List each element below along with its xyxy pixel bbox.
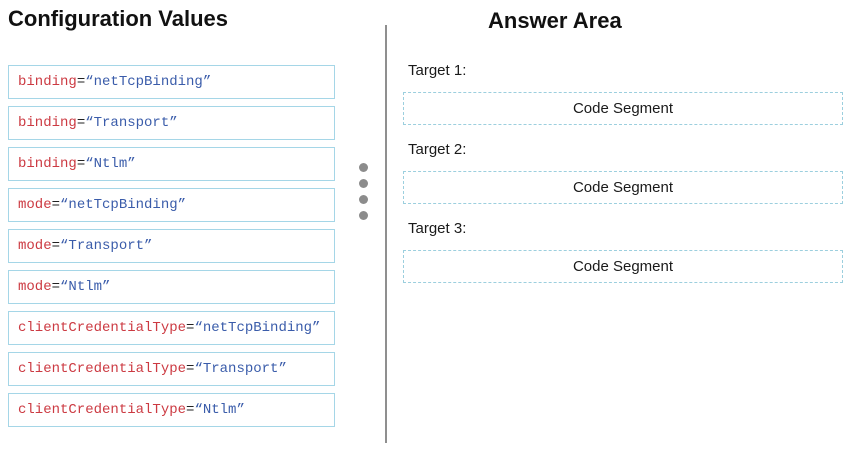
attribute-name: mode	[18, 238, 52, 254]
configuration-values-list: binding=“netTcpBinding”binding=“Transpor…	[8, 65, 335, 434]
config-value-item[interactable]: binding=“Ntlm”	[8, 147, 335, 181]
equals-sign: =	[186, 320, 195, 336]
drag-dot	[359, 195, 368, 204]
attribute-name: clientCredentialType	[18, 361, 187, 377]
attribute-name: binding	[18, 115, 77, 131]
configuration-values-title: Configuration Values	[8, 6, 229, 31]
code-segment-slot[interactable]: Code Segment	[403, 171, 843, 204]
attribute-value: “Ntlm”	[194, 402, 245, 418]
attribute-value: “Ntlm”	[60, 279, 111, 295]
attribute-value: “Transport”	[85, 115, 178, 131]
code-segment-slot[interactable]: Code Segment	[403, 250, 843, 283]
attribute-value: “Transport”	[60, 238, 153, 254]
config-value-item[interactable]: mode=“Ntlm”	[8, 270, 335, 304]
equals-sign: =	[186, 402, 195, 418]
attribute-name: mode	[18, 279, 52, 295]
attribute-value: “Transport”	[194, 361, 287, 377]
attribute-value: “netTcpBinding”	[60, 197, 187, 213]
drag-handle-dots[interactable]	[359, 163, 369, 227]
config-value-item[interactable]: mode=“Transport”	[8, 229, 335, 263]
attribute-name: mode	[18, 197, 52, 213]
attribute-value: “netTcpBinding”	[85, 74, 212, 90]
attribute-value: “netTcpBinding”	[194, 320, 321, 336]
attribute-name: clientCredentialType	[18, 402, 187, 418]
config-value-item[interactable]: clientCredentialType=“Ntlm”	[8, 393, 335, 427]
equals-sign: =	[51, 279, 61, 295]
attribute-name: binding	[18, 74, 77, 90]
attribute-name: binding	[18, 156, 77, 172]
drag-dot	[359, 163, 368, 172]
equals-sign: =	[51, 238, 61, 254]
vertical-divider	[385, 25, 387, 443]
target-label: Target 2:	[408, 141, 467, 158]
code-segment-slot[interactable]: Code Segment	[403, 92, 843, 125]
config-value-item[interactable]: clientCredentialType=“Transport”	[8, 352, 335, 386]
target-label: Target 1:	[408, 62, 467, 79]
config-value-item[interactable]: binding=“netTcpBinding”	[8, 65, 335, 99]
equals-sign: =	[186, 361, 195, 377]
config-value-item[interactable]: mode=“netTcpBinding”	[8, 188, 335, 222]
attribute-name: clientCredentialType	[18, 320, 187, 336]
equals-sign: =	[76, 115, 86, 131]
drag-dot	[359, 211, 368, 220]
config-value-item[interactable]: clientCredentialType=“netTcpBinding”	[8, 311, 335, 345]
attribute-value: “Ntlm”	[85, 156, 136, 172]
config-value-item[interactable]: binding=“Transport”	[8, 106, 335, 140]
equals-sign: =	[51, 197, 61, 213]
answer-area-title: Answer Area	[488, 8, 622, 33]
equals-sign: =	[76, 156, 86, 172]
equals-sign: =	[76, 74, 86, 90]
target-label: Target 3:	[408, 220, 467, 237]
drag-dot	[359, 179, 368, 188]
